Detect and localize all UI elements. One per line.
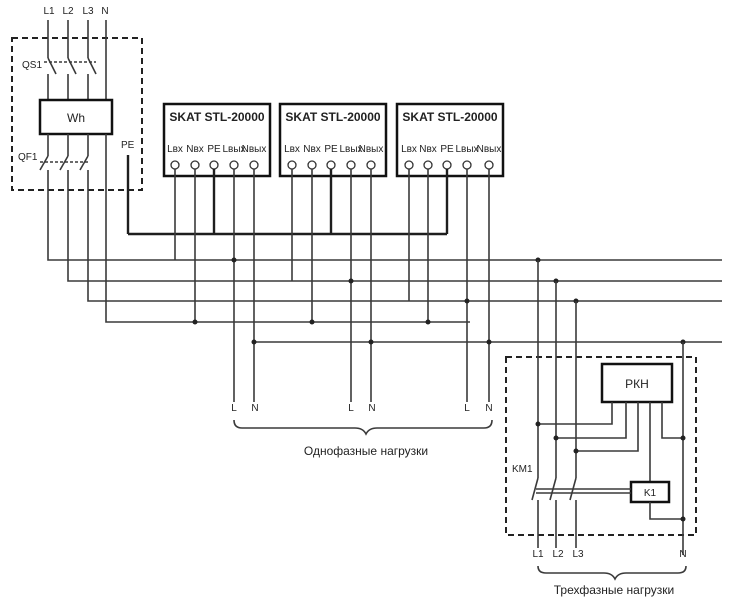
coil-k1: K1 (629, 402, 686, 522)
three-phase-out-l1: L1 (532, 549, 544, 560)
output-1-l: L (231, 403, 237, 414)
stabilizer-1-term-lout: Lвых (222, 144, 245, 155)
input-panel-enclosure (11, 37, 143, 191)
voltage-relay: РКН (600, 362, 674, 404)
three-phase-section: РКН K1 KM1 L1 L2 L3 N Тр (505, 257, 697, 597)
stabilizer-2-term-nin: Nвх (303, 144, 321, 155)
stabilizer-1-model: SKAT STL-20000 (169, 110, 264, 124)
output-3-n: N (485, 403, 492, 414)
supply-input-labels: L1 L2 L3 N (43, 6, 108, 17)
stabilizer-2-term-pe: PE (324, 144, 338, 155)
stabilizer-3-term-lin: Lвх (401, 144, 417, 155)
qs1-switch: QS1 (22, 57, 97, 100)
stabilizer-1-term-pe: PE (207, 144, 221, 155)
single-phase-brace (233, 419, 493, 436)
voltage-relay-label: РКН (625, 377, 649, 391)
coil-k1-label: K1 (644, 488, 657, 499)
qf1-breaker: QF1 (18, 152, 89, 180)
single-phase-caption: Однофазные нагрузки (304, 444, 428, 458)
stabilizer-1-term-nin: Nвх (186, 144, 204, 155)
contactor-km1-label: KM1 (512, 464, 533, 475)
stabilizer-2-term-nout: Nвых (359, 144, 384, 155)
input-label-l3: L3 (82, 6, 94, 17)
output-3-l: L (464, 403, 470, 414)
contactor-km1: KM1 (512, 464, 631, 548)
output-2-n: N (368, 403, 375, 414)
stabilizer-1-term-nout: Nвых (242, 144, 267, 155)
three-phase-enclosure (505, 356, 697, 536)
output-1-n: N (251, 403, 258, 414)
bus-l3 (87, 180, 722, 302)
three-phase-out-l3: L3 (572, 549, 584, 560)
stabilizer-2-model: SKAT STL-20000 (285, 110, 380, 124)
input-label-l2: L2 (62, 6, 74, 17)
voltage-relay-box (600, 362, 674, 404)
energy-meter: Wh (38, 98, 114, 136)
pe-label: PE (121, 140, 135, 151)
stabilizer-2-term-lin: Lвх (284, 144, 300, 155)
stabilizer-3-term-pe: PE (440, 144, 454, 155)
stabilizer-3-term-nin: Nвх (419, 144, 437, 155)
input-panel: QS1 Wh QF1 PE (11, 20, 143, 234)
stabilizer-3: SKAT STL-20000 Lвх Nвх PE Lвых Nвых (395, 102, 505, 402)
stabilizer-3-term-lout: Lвых (455, 144, 478, 155)
qf1-label: QF1 (18, 152, 38, 163)
single-phase-outputs: L N L N L N Однофазные нагрузки (231, 403, 493, 458)
stabilizer-3-model: SKAT STL-20000 (402, 110, 497, 124)
stabilizer-1: SKAT STL-20000 Lвх Nвх PE Lвых Nвых (162, 102, 272, 402)
three-phase-out-n: N (679, 549, 686, 560)
stabilizer-3-term-nout: Nвых (477, 144, 502, 155)
energy-meter-box (38, 98, 114, 136)
input-label-l1: L1 (43, 6, 55, 17)
stabilizer-1-term-lin: Lвх (167, 144, 183, 155)
input-label-n: N (101, 6, 108, 17)
bus-l2 (67, 180, 722, 282)
three-phase-out-l2: L2 (552, 549, 564, 560)
energy-meter-label: Wh (67, 111, 85, 125)
output-2-l: L (348, 403, 354, 414)
three-phase-caption: Трехфазные нагрузки (554, 583, 674, 597)
distribution-bus (47, 172, 722, 343)
stabilizer-2: SKAT STL-20000 Lвх Nвх PE Lвых Nвых (278, 102, 388, 402)
bus-n-feed (105, 172, 470, 323)
stabilizer-2-term-lout: Lвых (339, 144, 362, 155)
qs1-label: QS1 (22, 60, 42, 71)
bus-l1 (47, 180, 722, 261)
three-phase-brace (537, 565, 687, 581)
